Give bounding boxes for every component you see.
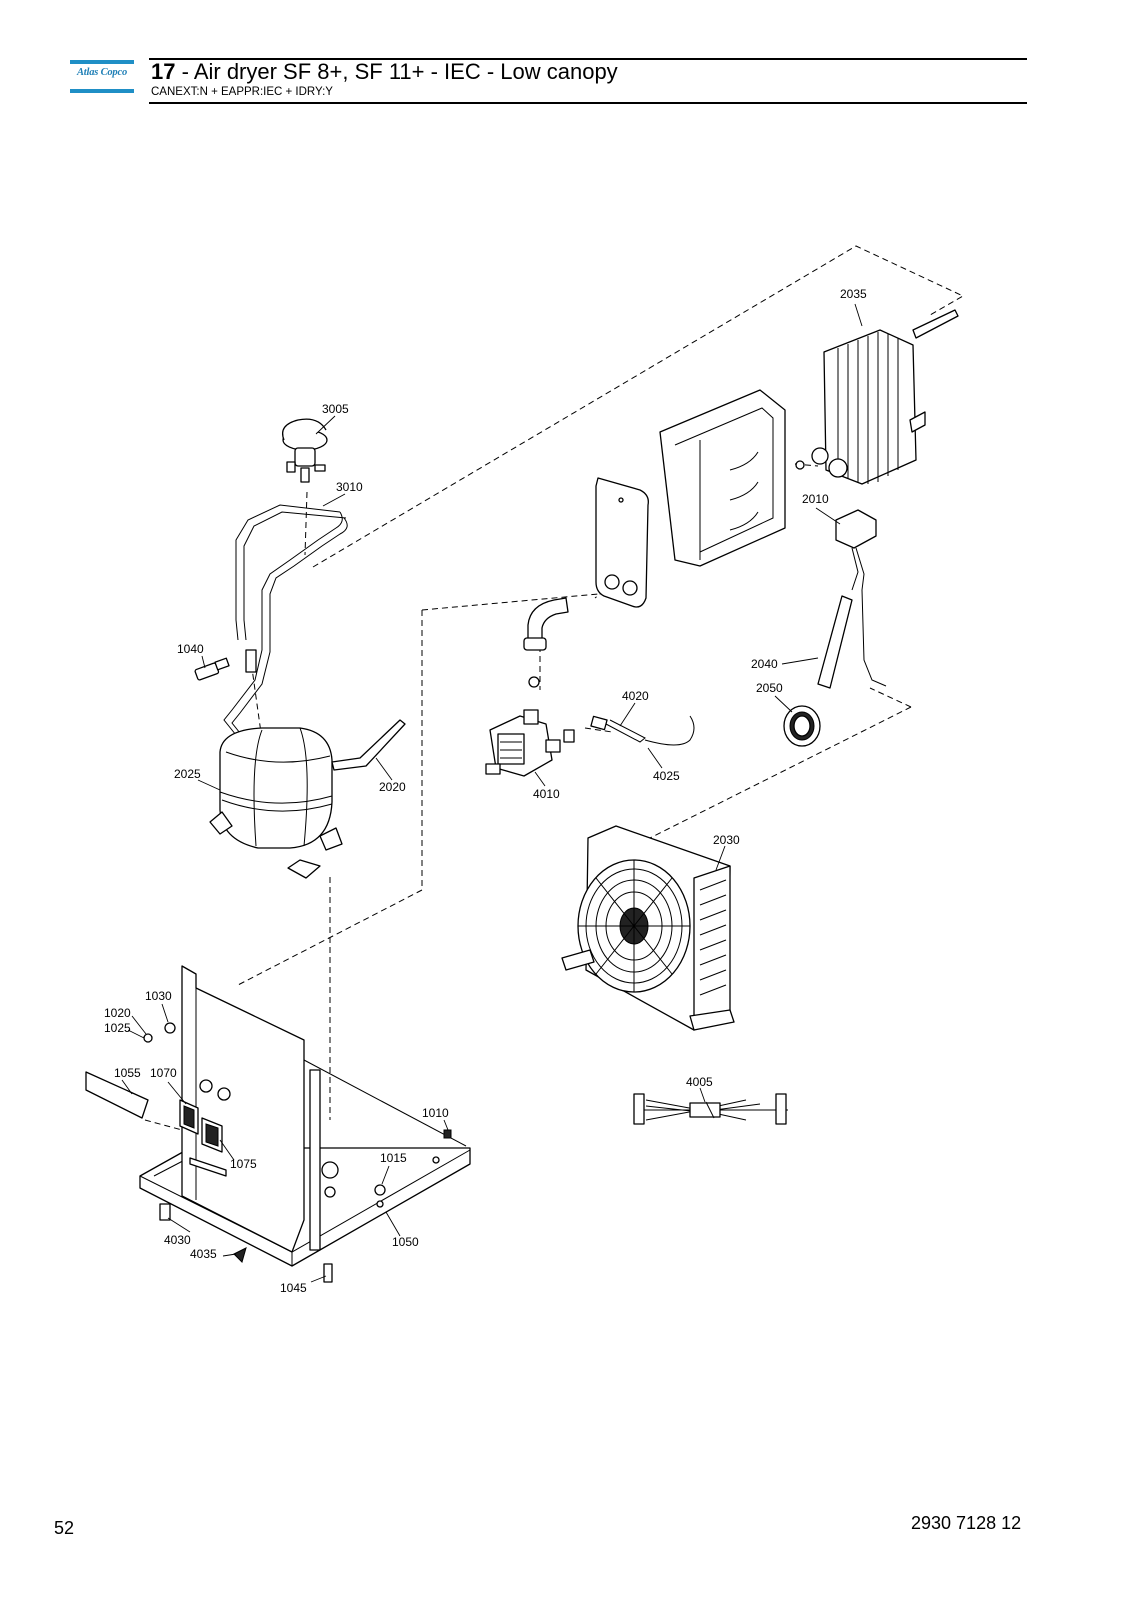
callout-4020: 4020 [622, 689, 649, 703]
page-subtitle: CANEXT:N + EAPPR:IEC + IDRY:Y [151, 86, 333, 98]
callout-leader-lines [121, 303, 863, 1283]
insulation-box-part [659, 389, 786, 567]
mounting-hardware-parts [85, 1022, 452, 1283]
gasket-plate-part [595, 477, 649, 608]
heat-exchanger-part [795, 309, 959, 485]
callout-2030: 2030 [713, 833, 740, 847]
callout-1050: 1050 [392, 1235, 419, 1249]
callout-1075: 1075 [230, 1157, 257, 1171]
condenser-fan-part [561, 825, 735, 1031]
service-valve-part [194, 657, 230, 681]
part-callouts: 3005 3010 1040 2025 2020 4020 4010 4025 … [104, 287, 867, 1295]
section-number: 17 [151, 59, 176, 84]
callout-2025: 2025 [174, 767, 201, 781]
callout-3010: 3010 [336, 480, 363, 494]
callout-1045: 1045 [280, 1281, 307, 1295]
callout-1010: 1010 [422, 1106, 449, 1120]
callout-3005: 3005 [322, 402, 349, 416]
callout-1015: 1015 [380, 1151, 407, 1165]
callout-2050: 2050 [756, 681, 783, 695]
callout-4030: 4030 [164, 1233, 191, 1247]
callout-1070: 1070 [150, 1066, 177, 1080]
elbow-fitting-part [523, 597, 569, 688]
document-number: 2930 7128 12 [911, 1513, 1022, 1533]
callout-4035: 4035 [190, 1247, 217, 1261]
callout-2040: 2040 [751, 657, 778, 671]
callout-1020: 1020 [104, 1006, 131, 1020]
header-bottom-rule [149, 102, 1027, 104]
callout-1055: 1055 [114, 1066, 141, 1080]
wire-harness-part [633, 1093, 788, 1125]
atlas-copco-logo: Atlas Copco [70, 60, 134, 96]
callout-4010: 4010 [533, 787, 560, 801]
solenoid-valve-part [485, 709, 561, 777]
section-title: - Air dryer SF 8+, SF 11+ - IEC - Low ca… [175, 59, 618, 84]
callout-1030: 1030 [145, 989, 172, 1003]
callout-2035: 2035 [840, 287, 867, 301]
callout-1040: 1040 [177, 642, 204, 656]
callout-4025: 4025 [653, 769, 680, 783]
refrigerant-tubing-part [223, 504, 348, 739]
callout-2020: 2020 [379, 780, 406, 794]
callout-4005: 4005 [686, 1075, 713, 1089]
solenoid-coil-part [563, 715, 695, 746]
logo-wordmark: Atlas Copco [76, 67, 127, 78]
expansion-valve-part [281, 418, 328, 483]
callout-2010: 2010 [802, 492, 829, 506]
thermostat-part [783, 509, 887, 747]
header-top-rule [149, 58, 1027, 60]
callout-1025: 1025 [104, 1021, 131, 1035]
compressor-part [209, 719, 406, 879]
side-panel-part [179, 965, 467, 1253]
page-number: 52 [54, 1518, 75, 1538]
page-title: 17 - Air dryer SF 8+, SF 11+ - IEC - Low… [151, 59, 618, 85]
